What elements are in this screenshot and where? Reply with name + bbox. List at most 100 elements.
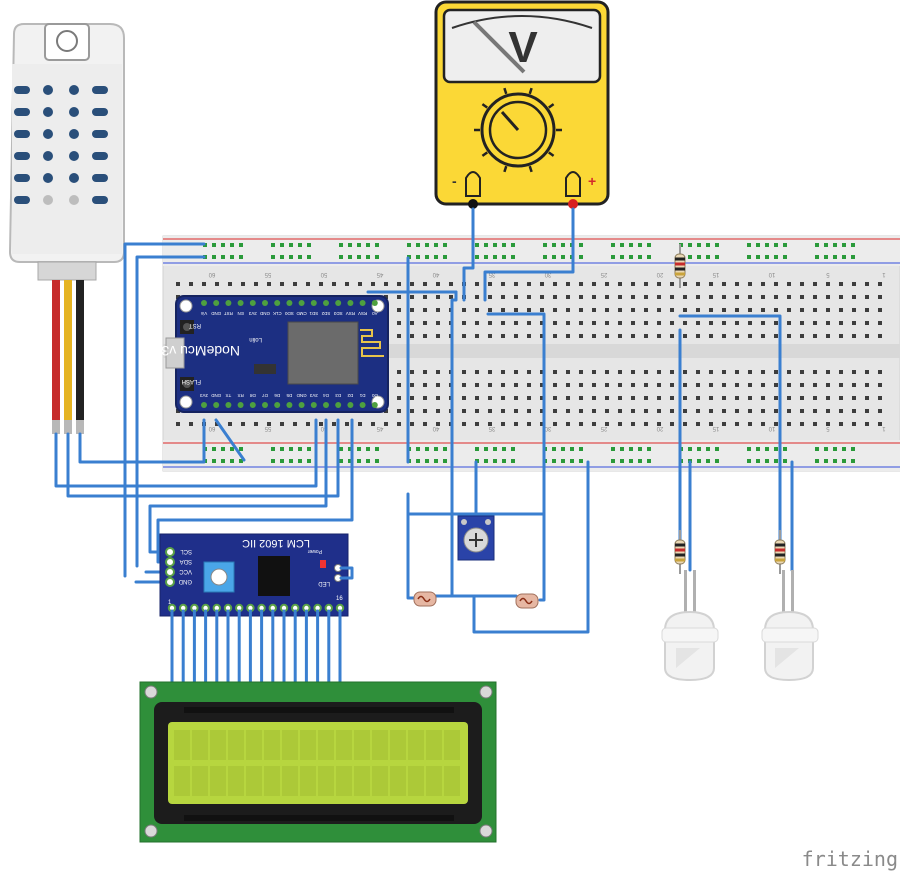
breadboard-hole (761, 308, 765, 312)
rail-hole (484, 255, 488, 259)
breadboard-hole (657, 409, 661, 413)
breadboard-hole (657, 383, 661, 387)
rail-hole (502, 447, 506, 451)
column-number: 45 (376, 425, 383, 431)
breadboard-hole (813, 282, 817, 286)
breadboard-hole (514, 308, 518, 312)
rail-hole (783, 459, 787, 463)
breadboard-hole (514, 321, 518, 325)
rail-hole (756, 255, 760, 259)
rail-hole (239, 243, 243, 247)
rail-hole (221, 459, 225, 463)
rail-hole (366, 459, 370, 463)
breadboard-hole (657, 370, 661, 374)
flash-label: FLASH (182, 378, 201, 384)
rail-hole (815, 255, 819, 259)
breadboard-hole (774, 282, 778, 286)
breadboard-hole (657, 334, 661, 338)
vent-hole (69, 151, 79, 161)
rail-hole (815, 447, 819, 451)
breadboard-hole (826, 295, 830, 299)
breadboard-hole (631, 383, 635, 387)
breadboard-hole (644, 321, 648, 325)
rail-hole (289, 459, 293, 463)
column-number: 1 (882, 271, 886, 277)
breadboard-hole (748, 295, 752, 299)
breadboard-hole (436, 282, 440, 286)
breadboard-hole (787, 370, 791, 374)
breadboard-hole (826, 422, 830, 426)
breadboard-hole (306, 282, 310, 286)
rail-hole (833, 447, 837, 451)
breadboard-hole (514, 370, 518, 374)
breadboard-hole (865, 308, 869, 312)
rst-label: RST (189, 322, 201, 328)
breadboard-hole (813, 370, 817, 374)
probe-jack-neg (465, 171, 481, 197)
dial-tick (528, 87, 533, 95)
rail-hole (230, 243, 234, 247)
rail-hole (271, 459, 275, 463)
breadboard-hole (696, 396, 700, 400)
breadboard-hole (761, 409, 765, 413)
rail-hole (851, 447, 855, 451)
breadboard-hole (670, 383, 674, 387)
mcu-pin-label: SD0 (285, 311, 294, 316)
rail-hole (271, 243, 275, 247)
vent-hole (43, 129, 53, 139)
i2c-pin-label: SDA (180, 558, 192, 564)
rail-hole (579, 459, 583, 463)
breadboard-hole (683, 282, 687, 286)
rail-hole (552, 447, 556, 451)
breadboard-hole (293, 422, 297, 426)
breadboard-hole (709, 282, 713, 286)
rail-hole (280, 447, 284, 451)
breadboard-hole (397, 383, 401, 387)
mount-hole (56, 30, 78, 52)
rail-hole (765, 255, 769, 259)
i2c-pin (165, 547, 175, 557)
mcu-pin-label: D3 (335, 393, 341, 398)
breadboard-hole (826, 334, 830, 338)
breadboard-hole (397, 295, 401, 299)
mcu-pin (225, 300, 232, 306)
breadboard-hole (228, 422, 232, 426)
lcd-cell (444, 730, 460, 760)
rail-hole (706, 459, 710, 463)
breadboard-hole (826, 396, 830, 400)
rail-hole (833, 459, 837, 463)
breadboard-hole (553, 308, 557, 312)
breadboard-hole (501, 409, 505, 413)
breadboard-hole (826, 370, 830, 374)
breadboard-hole (488, 396, 492, 400)
breadboard-hole (514, 334, 518, 338)
rail-hole (783, 243, 787, 247)
breadboard-hole (553, 422, 557, 426)
breadboard-hole (592, 282, 596, 286)
breadboard-hole (475, 370, 479, 374)
rail-hole (416, 255, 420, 259)
vent-slot (14, 196, 30, 204)
column-number: 60 (208, 271, 215, 277)
rail-hole (339, 255, 343, 259)
probe-tip-pos (568, 199, 578, 209)
breadboard-hole (761, 295, 765, 299)
breadboard-hole (605, 409, 609, 413)
vent-hole (43, 151, 53, 161)
column-number: 30 (544, 271, 551, 277)
mcu-pin (323, 402, 329, 408)
resistor (674, 530, 686, 574)
lcd-cell (390, 766, 406, 796)
vent-slot (92, 196, 108, 204)
breadboard-hole (527, 409, 531, 413)
breadboard-hole (839, 282, 843, 286)
rail-hole (280, 255, 284, 259)
breadboard-hole (527, 370, 531, 374)
breadboard-hole (176, 295, 180, 299)
rail-hole (706, 255, 710, 259)
i2c-pin-label: SCL (180, 548, 192, 554)
rail-hole (561, 243, 565, 247)
mcu-pin (359, 402, 366, 408)
breadboard-hole (709, 308, 713, 312)
led-jumper[interactable] (339, 566, 354, 580)
